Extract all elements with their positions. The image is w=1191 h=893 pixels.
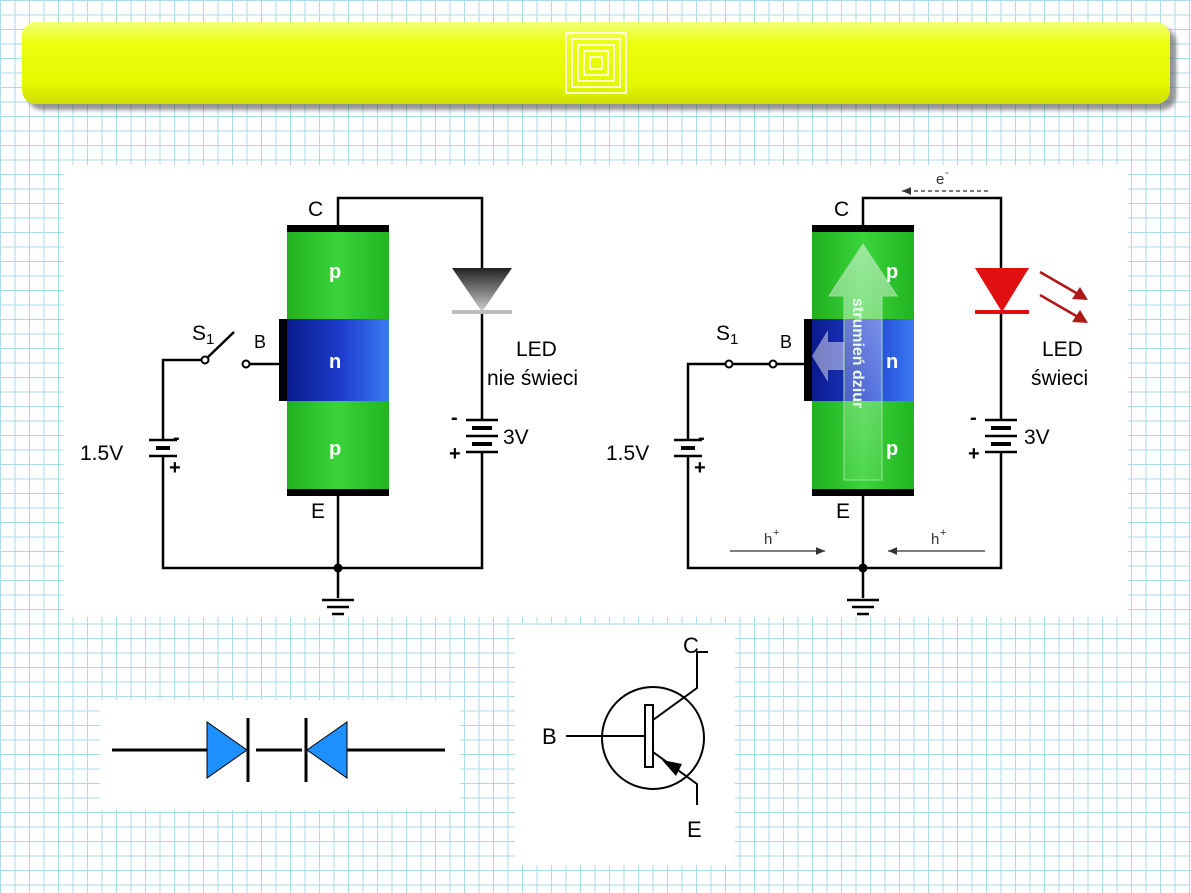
pnp-transistor-symbol-icon — [566, 651, 708, 805]
right-battery-minus: - — [451, 407, 458, 429]
right-right-battery-voltage: 3V — [1024, 426, 1050, 449]
symbol-emitter-label: E — [687, 817, 702, 842]
right-layer-p-bottom: p — [886, 438, 898, 460]
right-switch-subscript: 1 — [730, 331, 738, 348]
right-led-status: świeci — [1031, 367, 1088, 390]
right-left-battery-minus: - — [698, 427, 705, 449]
right-switch-label: S — [716, 322, 730, 345]
diodes-panel — [100, 700, 460, 810]
light-emission-arrows-icon — [1039, 270, 1088, 323]
right-collector-label: C — [834, 198, 849, 221]
title-banner — [22, 22, 1170, 104]
right-right-battery-minus: - — [970, 407, 977, 429]
hole-flow-arrow-icon — [812, 243, 898, 481]
symbol-collector-label: C — [683, 633, 699, 658]
right-right-battery-plus: + — [968, 443, 980, 465]
symbol-panel — [515, 625, 735, 865]
electron-superscript: - — [945, 167, 949, 179]
right-layer-n: n — [886, 351, 898, 373]
left-layer-n: n — [329, 351, 341, 373]
left-battery-plus: + — [169, 457, 181, 479]
left-circuit — [149, 196, 498, 616]
right-layer-p-top: p — [886, 261, 898, 283]
electron-label: e — [936, 171, 944, 188]
hole-label-left: h — [764, 531, 772, 548]
circuits-panel — [64, 165, 1128, 617]
right-battery-voltage: 3V — [503, 426, 529, 449]
left-emitter-label: E — [311, 500, 325, 523]
hole-flow-label: strumień dziur — [849, 298, 866, 408]
hole-superscript-left: + — [773, 527, 779, 539]
symbol-base-label: B — [542, 724, 557, 749]
right-battery-plus: + — [449, 443, 461, 465]
back-to-back-diodes-icon — [112, 718, 445, 782]
left-led-status: nie świeci — [487, 367, 578, 390]
left-layer-p-bottom: p — [329, 438, 341, 460]
hole-superscript-right: + — [940, 527, 946, 539]
right-led-on-icon — [975, 268, 1029, 314]
right-led-label: LED — [1042, 338, 1083, 361]
left-base-label: B — [254, 332, 266, 352]
right-emitter-label: E — [836, 500, 850, 523]
banner-square-emblem-icon — [565, 32, 627, 94]
left-layer-p-top: p — [329, 261, 341, 283]
left-led-off-icon — [452, 268, 512, 314]
left-battery-voltage: 1.5V — [80, 442, 123, 465]
left-n-base-layer — [287, 319, 389, 401]
right-base-label: B — [780, 332, 792, 352]
right-left-battery-plus: + — [694, 457, 706, 479]
left-collector-label: C — [308, 198, 323, 221]
left-switch-label: S — [192, 322, 206, 345]
left-p-collector-layer — [287, 229, 389, 319]
left-switch-subscript: 1 — [206, 331, 214, 348]
left-battery-minus: - — [173, 427, 180, 449]
hole-label-right: h — [931, 531, 939, 548]
left-led-label: LED — [516, 338, 557, 361]
right-left-battery-voltage: 1.5V — [606, 442, 649, 465]
left-p-emitter-layer — [287, 401, 389, 493]
